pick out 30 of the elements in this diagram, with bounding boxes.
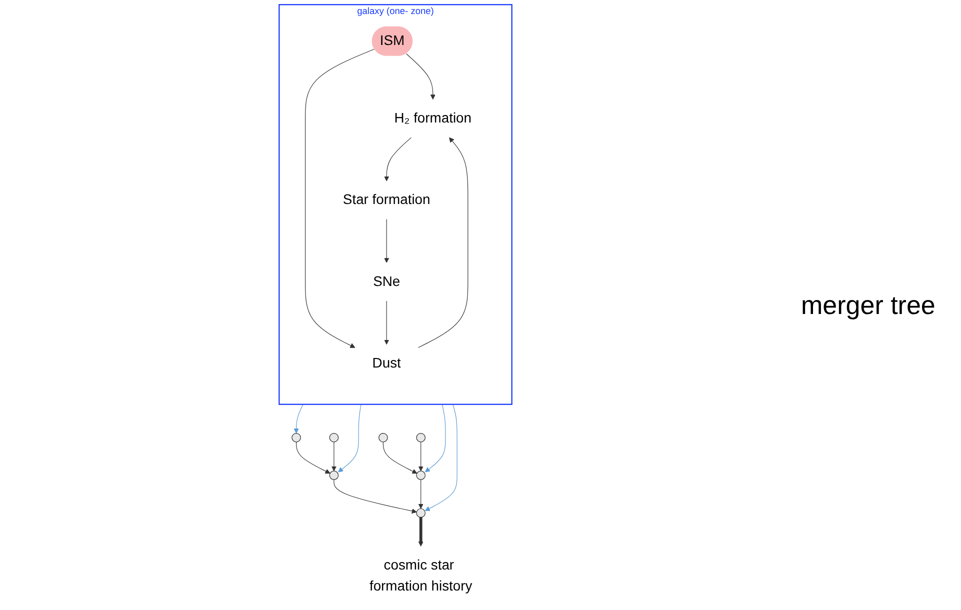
arrow	[406, 53, 436, 100]
arrow	[418, 517, 424, 546]
node-circle	[416, 508, 426, 518]
arrow	[304, 48, 375, 348]
arrow	[294, 404, 304, 434]
node-circle	[378, 433, 388, 442]
arrow	[418, 479, 424, 509]
arrow	[338, 404, 362, 472]
node-text: Star formation	[342, 192, 430, 208]
arrow	[384, 137, 412, 182]
arrow	[384, 218, 390, 263]
node-circle	[416, 470, 426, 480]
arrow	[424, 404, 446, 472]
arrow	[382, 442, 418, 474]
arrow	[424, 404, 458, 511]
node-circle	[329, 433, 339, 442]
arrow	[296, 442, 330, 474]
node-circle	[416, 433, 426, 442]
node-text: H₂ formation	[394, 110, 472, 126]
node-text: SNe	[373, 274, 400, 290]
diagram-label: merger tree	[801, 290, 936, 320]
arrow	[384, 300, 390, 345]
arrow	[418, 442, 424, 472]
node-text: Dust	[372, 355, 401, 372]
node-text: cosmic star formation history	[369, 557, 472, 594]
node-circle	[329, 470, 339, 480]
arrow	[334, 479, 417, 514]
arrow	[331, 442, 336, 472]
node-circle	[292, 433, 301, 442]
arrow	[418, 137, 468, 348]
